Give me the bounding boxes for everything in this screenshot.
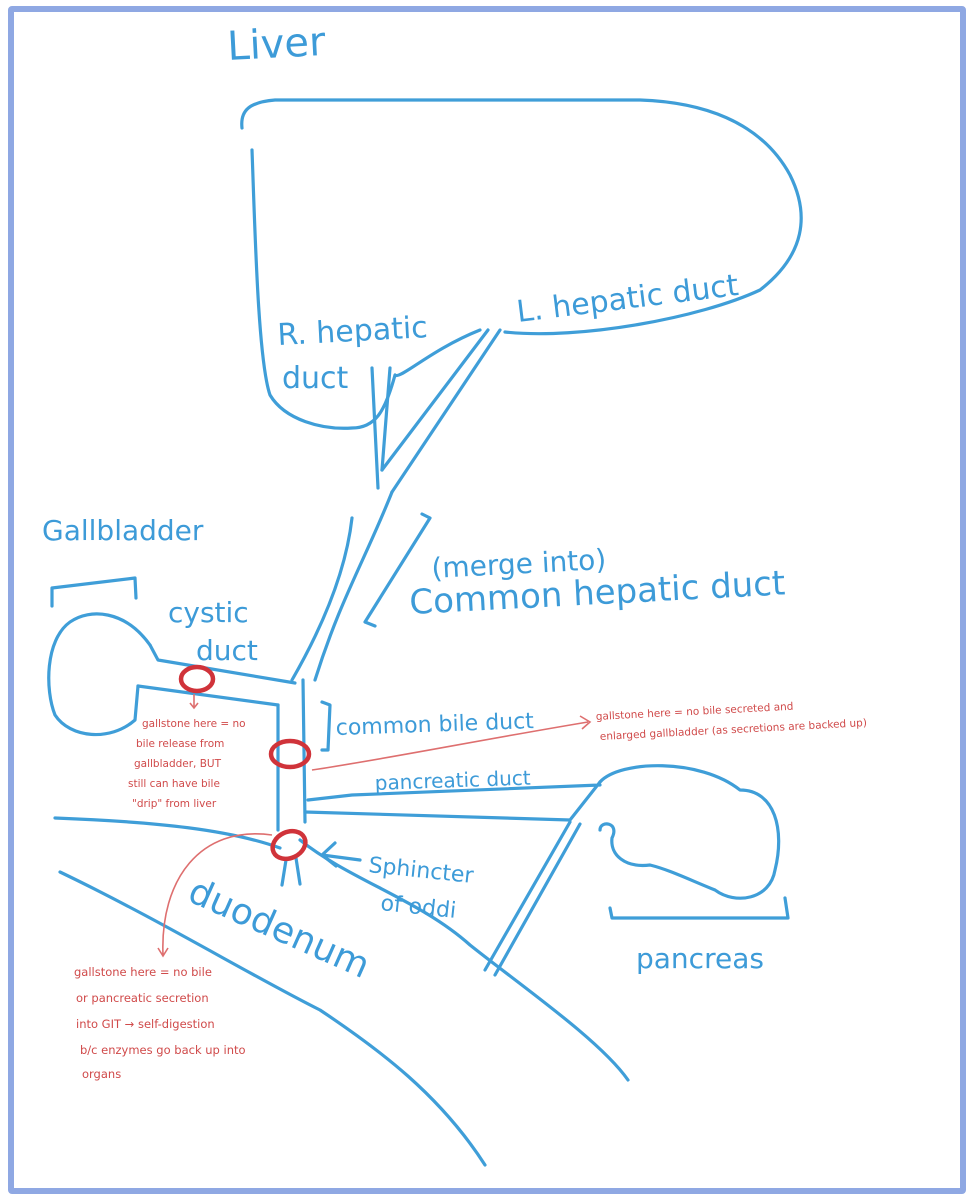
liver-label: Liver <box>226 19 327 70</box>
gallbladder-bracket <box>50 576 138 608</box>
r-hepatic-label-1: R. hepatic <box>277 310 429 353</box>
cystic-note-line: "drip" from liver <box>132 798 217 810</box>
sphincter-label-2: of oddi <box>379 891 457 924</box>
pancreas-connector <box>483 820 582 977</box>
cystic-note: gallstone here = no bile release from ga… <box>128 718 246 810</box>
duodenum-wall-lower <box>58 870 487 1167</box>
gallbladder-outline <box>47 612 152 737</box>
sphincter-label-1: Sphincter <box>367 853 475 889</box>
common-bile-bracket <box>320 700 332 752</box>
sphincter-papilla <box>280 856 302 887</box>
sphincter-note-line: into GIT → self-digestion <box>76 1017 215 1031</box>
cystic-duct <box>136 643 297 707</box>
sphincter-note: gallstone here = no bile or pancreatic s… <box>74 965 246 1081</box>
common-hepatic-bracket <box>363 512 432 628</box>
cystic-label-1: cystic <box>168 596 249 629</box>
sphincter-note-line: organs <box>82 1067 121 1081</box>
r-hepatic-label-2: duct <box>282 361 349 396</box>
sphincter-arrow <box>320 841 362 868</box>
bile-note: gallstone here = no bile secreted and en… <box>596 701 868 743</box>
cystic-label-2: duct <box>196 634 258 667</box>
bile-note-line: gallstone here = no bile secreted and <box>596 701 794 723</box>
sphincter-note-arrow <box>157 833 273 958</box>
cystic-note-line: still can have bile <box>128 778 220 790</box>
cystic-note-line: gallbladder, BUT <box>134 758 222 770</box>
gallstone-common-bile <box>268 738 312 770</box>
r-hepatic-duct <box>370 366 392 490</box>
gallstone-sphincter <box>270 828 308 862</box>
duodenum-wall-upper <box>53 816 630 1082</box>
pancreas-outline <box>598 764 781 900</box>
page-frame <box>8 6 966 1194</box>
common-hepatic-duct <box>290 490 394 682</box>
cystic-note-line: bile release from <box>136 738 224 750</box>
common-bile-duct <box>276 678 307 832</box>
pancreas-bracket <box>608 896 790 920</box>
sphincter-note-line: b/c enzymes go back up into <box>80 1043 246 1057</box>
gallstone-cystic <box>178 664 216 694</box>
l-hepatic-duct <box>380 328 502 494</box>
pancreas-label: pancreas <box>636 942 764 975</box>
bile-note-arrow <box>311 715 592 771</box>
cystic-note-arrow <box>189 694 199 710</box>
pancreatic-duct <box>303 780 602 822</box>
cystic-note-line: gallstone here = no <box>142 718 246 730</box>
gallbladder-label: Gallbladder <box>42 514 204 547</box>
l-hepatic-label: L. hepatic duct <box>515 268 741 330</box>
bile-note-line: enlarged gallbladder (as secretions are … <box>600 717 868 743</box>
sphincter-note-line: gallstone here = no bile <box>74 965 212 979</box>
pancreatic-duct-label: pancreatic duct <box>374 766 531 795</box>
liver-outline <box>240 98 803 430</box>
sphincter-note-line: or pancreatic secretion <box>76 991 209 1005</box>
